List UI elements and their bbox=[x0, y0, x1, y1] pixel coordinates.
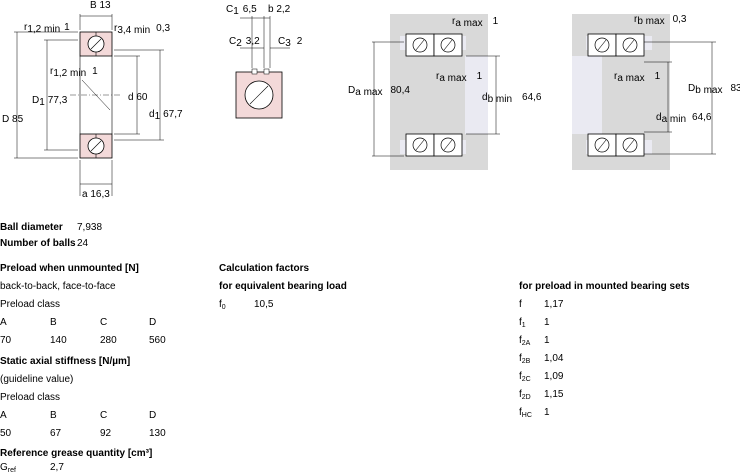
preload-arrangement: back-to-back, face-to-face bbox=[0, 281, 116, 292]
svg-text:b 2,2: b 2,2 bbox=[268, 4, 291, 15]
svg-text:a 16,3: a 16,3 bbox=[82, 189, 110, 200]
stiffness-value-d: 130 bbox=[149, 428, 166, 439]
mounted-heading: for preload in mounted bearing sets bbox=[519, 281, 690, 292]
factor-f2d-value: 1,15 bbox=[544, 389, 564, 400]
preload-value-c: 280 bbox=[100, 335, 117, 346]
stiffness-class-label: Preload class bbox=[0, 392, 61, 403]
stiffness-note: (guideline value) bbox=[0, 374, 74, 385]
factor-fhc-label: fHC bbox=[519, 407, 532, 419]
stiffness-value-a: 50 bbox=[0, 428, 12, 439]
factor-f1-value: 1 bbox=[544, 317, 550, 328]
mounting-drawing-1 bbox=[372, 14, 500, 170]
preload-class-b: B bbox=[50, 317, 57, 328]
preload-class-label: Preload class bbox=[0, 299, 61, 310]
grease-heading: Reference grease quantity [cm³] bbox=[0, 448, 153, 459]
dim-B: B 13 bbox=[90, 0, 111, 11]
ball-diameter-label: Ball diameter bbox=[0, 222, 63, 233]
factor-f1-label: f1 bbox=[519, 317, 526, 329]
stiffness-class-d: D bbox=[149, 410, 157, 421]
factor-f2a-value: 1 bbox=[544, 335, 550, 346]
f0-value: 10,5 bbox=[254, 299, 274, 310]
factor-f2a-label: f2A bbox=[519, 335, 531, 347]
dim-a: a 16,3 bbox=[82, 189, 110, 200]
number-of-balls-value: 24 bbox=[77, 238, 89, 249]
factor-f2d-label: f2D bbox=[519, 389, 531, 401]
svg-text:B 13: B 13 bbox=[90, 0, 111, 11]
factor-f-label: f bbox=[519, 299, 522, 310]
dim-b: b 2,2 bbox=[268, 4, 291, 15]
preload-class-d: D bbox=[149, 317, 157, 328]
factor-fhc-value: 1 bbox=[544, 407, 550, 418]
svg-text:C16,5: C16,5 bbox=[226, 4, 257, 17]
stiffness-class-a: A bbox=[0, 410, 7, 421]
stiffness-class-b: B bbox=[50, 410, 57, 421]
dim-D: D 85 bbox=[2, 114, 24, 125]
preload-class-a: A bbox=[0, 317, 7, 328]
svg-text:C23,2: C23,2 bbox=[229, 36, 260, 49]
mounting-drawing-2 bbox=[572, 14, 716, 170]
groove-detail-drawing bbox=[235, 16, 290, 119]
ball-diameter-value: 7,938 bbox=[77, 222, 103, 233]
preload-value-b: 140 bbox=[50, 335, 67, 346]
factor-f2b-value: 1,04 bbox=[544, 353, 564, 364]
preload-value-a: 70 bbox=[0, 335, 12, 346]
dim-d: d 60 bbox=[128, 92, 148, 103]
grease-label: Gref bbox=[0, 462, 16, 474]
svg-text:d 60: d 60 bbox=[128, 92, 148, 103]
stiffness-value-b: 67 bbox=[50, 428, 62, 439]
bearing-section-drawing bbox=[14, 14, 164, 196]
calc-subheading: for equivalent bearing load bbox=[219, 281, 347, 292]
calc-heading: Calculation factors bbox=[219, 263, 310, 274]
factor-f2c-value: 1,09 bbox=[544, 371, 564, 382]
factor-f-value: 1,17 bbox=[544, 299, 564, 310]
svg-text:D 85: D 85 bbox=[2, 114, 24, 125]
stiffness-heading: Static axial stiffness [N/µm] bbox=[0, 356, 131, 367]
stiffness-value-c: 92 bbox=[100, 428, 112, 439]
factor-f2b-label: f2B bbox=[519, 353, 531, 365]
preload-heading: Preload when unmounted [N] bbox=[0, 263, 139, 274]
factor-f2c-label: f2C bbox=[519, 371, 531, 383]
svg-text:C32: C32 bbox=[278, 36, 303, 49]
preload-value-d: 560 bbox=[149, 335, 166, 346]
preload-class-c: C bbox=[100, 317, 108, 328]
stiffness-class-c: C bbox=[100, 410, 108, 421]
number-of-balls-label: Number of balls bbox=[0, 238, 76, 249]
grease-value: 2,7 bbox=[50, 462, 64, 473]
f0-label: f0 bbox=[219, 299, 226, 311]
